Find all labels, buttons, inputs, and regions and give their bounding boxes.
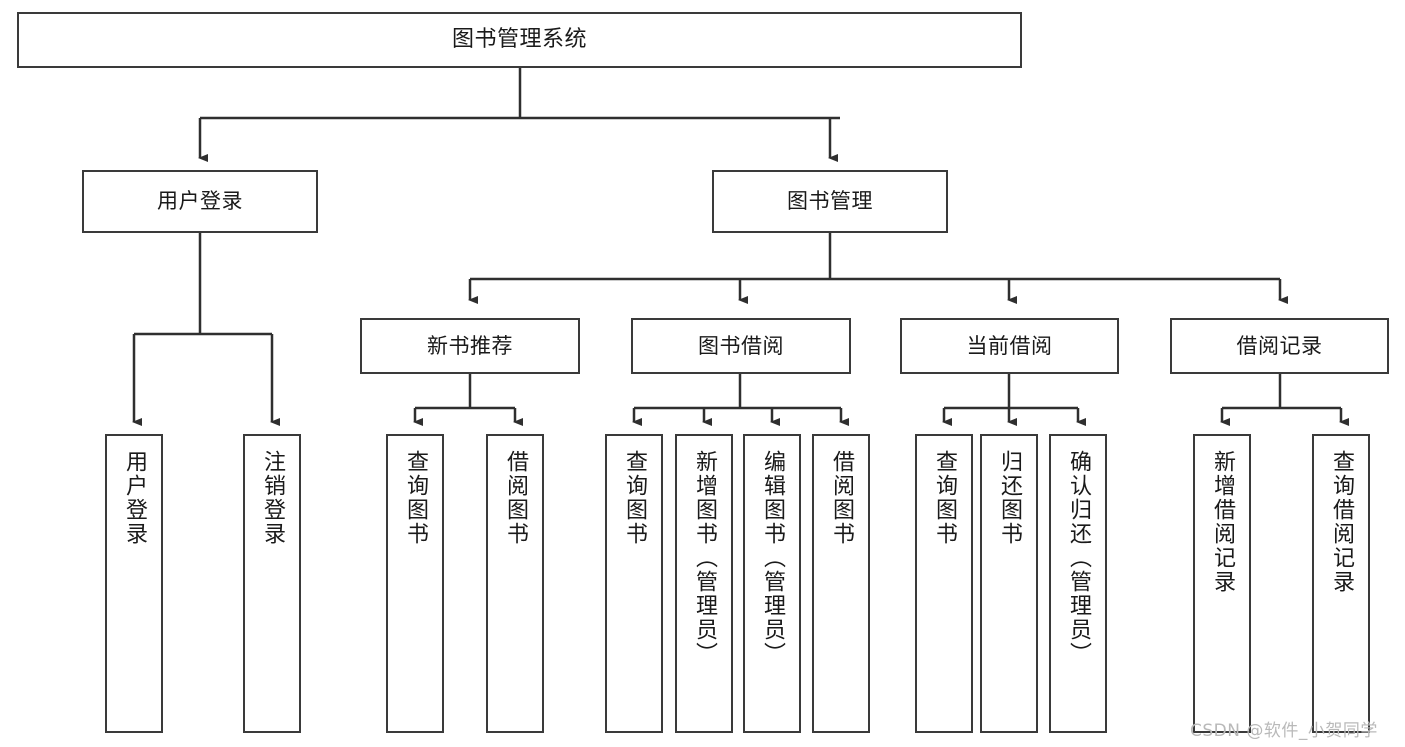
- node-label: 查询图书: [403, 450, 428, 546]
- node-label: 当前借阅: [966, 333, 1053, 358]
- node-label: 归还图书: [997, 450, 1022, 546]
- node-label: 新书推荐: [427, 333, 513, 358]
- node-label: 图书管理系统: [451, 27, 587, 53]
- node-label: 新增图书（管理员）: [692, 450, 717, 666]
- leaf-current-return-book[interactable]: 归还图书: [980, 434, 1038, 733]
- node-label: 查询图书: [932, 450, 957, 546]
- leaf-recommend-borrow-book[interactable]: 借阅图书: [486, 434, 544, 733]
- leaf-borrow-edit-book-admin[interactable]: 编辑图书（管理员）: [743, 434, 801, 733]
- node-label: 注销登录: [260, 450, 285, 546]
- node-label: 图书管理: [787, 189, 873, 214]
- node-label: 借阅图书: [829, 450, 854, 546]
- watermark-csdn: CSDN @软件_小贺同学: [1190, 721, 1378, 741]
- leaf-current-query-book[interactable]: 查询图书: [915, 434, 973, 733]
- leaf-recommend-query-book[interactable]: 查询图书: [386, 434, 444, 733]
- node-label: 用户登录: [122, 450, 147, 546]
- node-label: 确认归还（管理员）: [1066, 450, 1091, 666]
- node-user-login[interactable]: 用户登录: [82, 170, 318, 233]
- leaf-record-add-record[interactable]: 新增借阅记录: [1193, 434, 1251, 733]
- node-label: 图书借阅: [698, 333, 784, 358]
- node-new-book-recommend[interactable]: 新书推荐: [360, 318, 580, 374]
- node-book-borrow[interactable]: 图书借阅: [631, 318, 851, 374]
- leaf-current-confirm-return-admin[interactable]: 确认归还（管理员）: [1049, 434, 1107, 733]
- node-label: 查询图书: [622, 450, 647, 546]
- node-label: 新增借阅记录: [1210, 450, 1235, 594]
- node-current-borrow[interactable]: 当前借阅: [900, 318, 1119, 374]
- node-label: 编辑图书（管理员）: [760, 450, 785, 666]
- leaf-user-login-login[interactable]: 用户登录: [105, 434, 163, 733]
- node-label: 借阅记录: [1236, 333, 1323, 358]
- leaf-borrow-query-book[interactable]: 查询图书: [605, 434, 663, 733]
- leaf-record-query-record[interactable]: 查询借阅记录: [1312, 434, 1370, 733]
- node-book-management[interactable]: 图书管理: [712, 170, 948, 233]
- node-root-system[interactable]: 图书管理系统: [17, 12, 1022, 68]
- node-label: 查询借阅记录: [1329, 450, 1354, 594]
- leaf-user-login-logout[interactable]: 注销登录: [243, 434, 301, 733]
- leaf-borrow-add-book-admin[interactable]: 新增图书（管理员）: [675, 434, 733, 733]
- leaf-borrow-borrow-book[interactable]: 借阅图书: [812, 434, 870, 733]
- node-label: 借阅图书: [503, 450, 528, 546]
- node-borrow-record[interactable]: 借阅记录: [1170, 318, 1389, 374]
- node-label: 用户登录: [157, 189, 243, 214]
